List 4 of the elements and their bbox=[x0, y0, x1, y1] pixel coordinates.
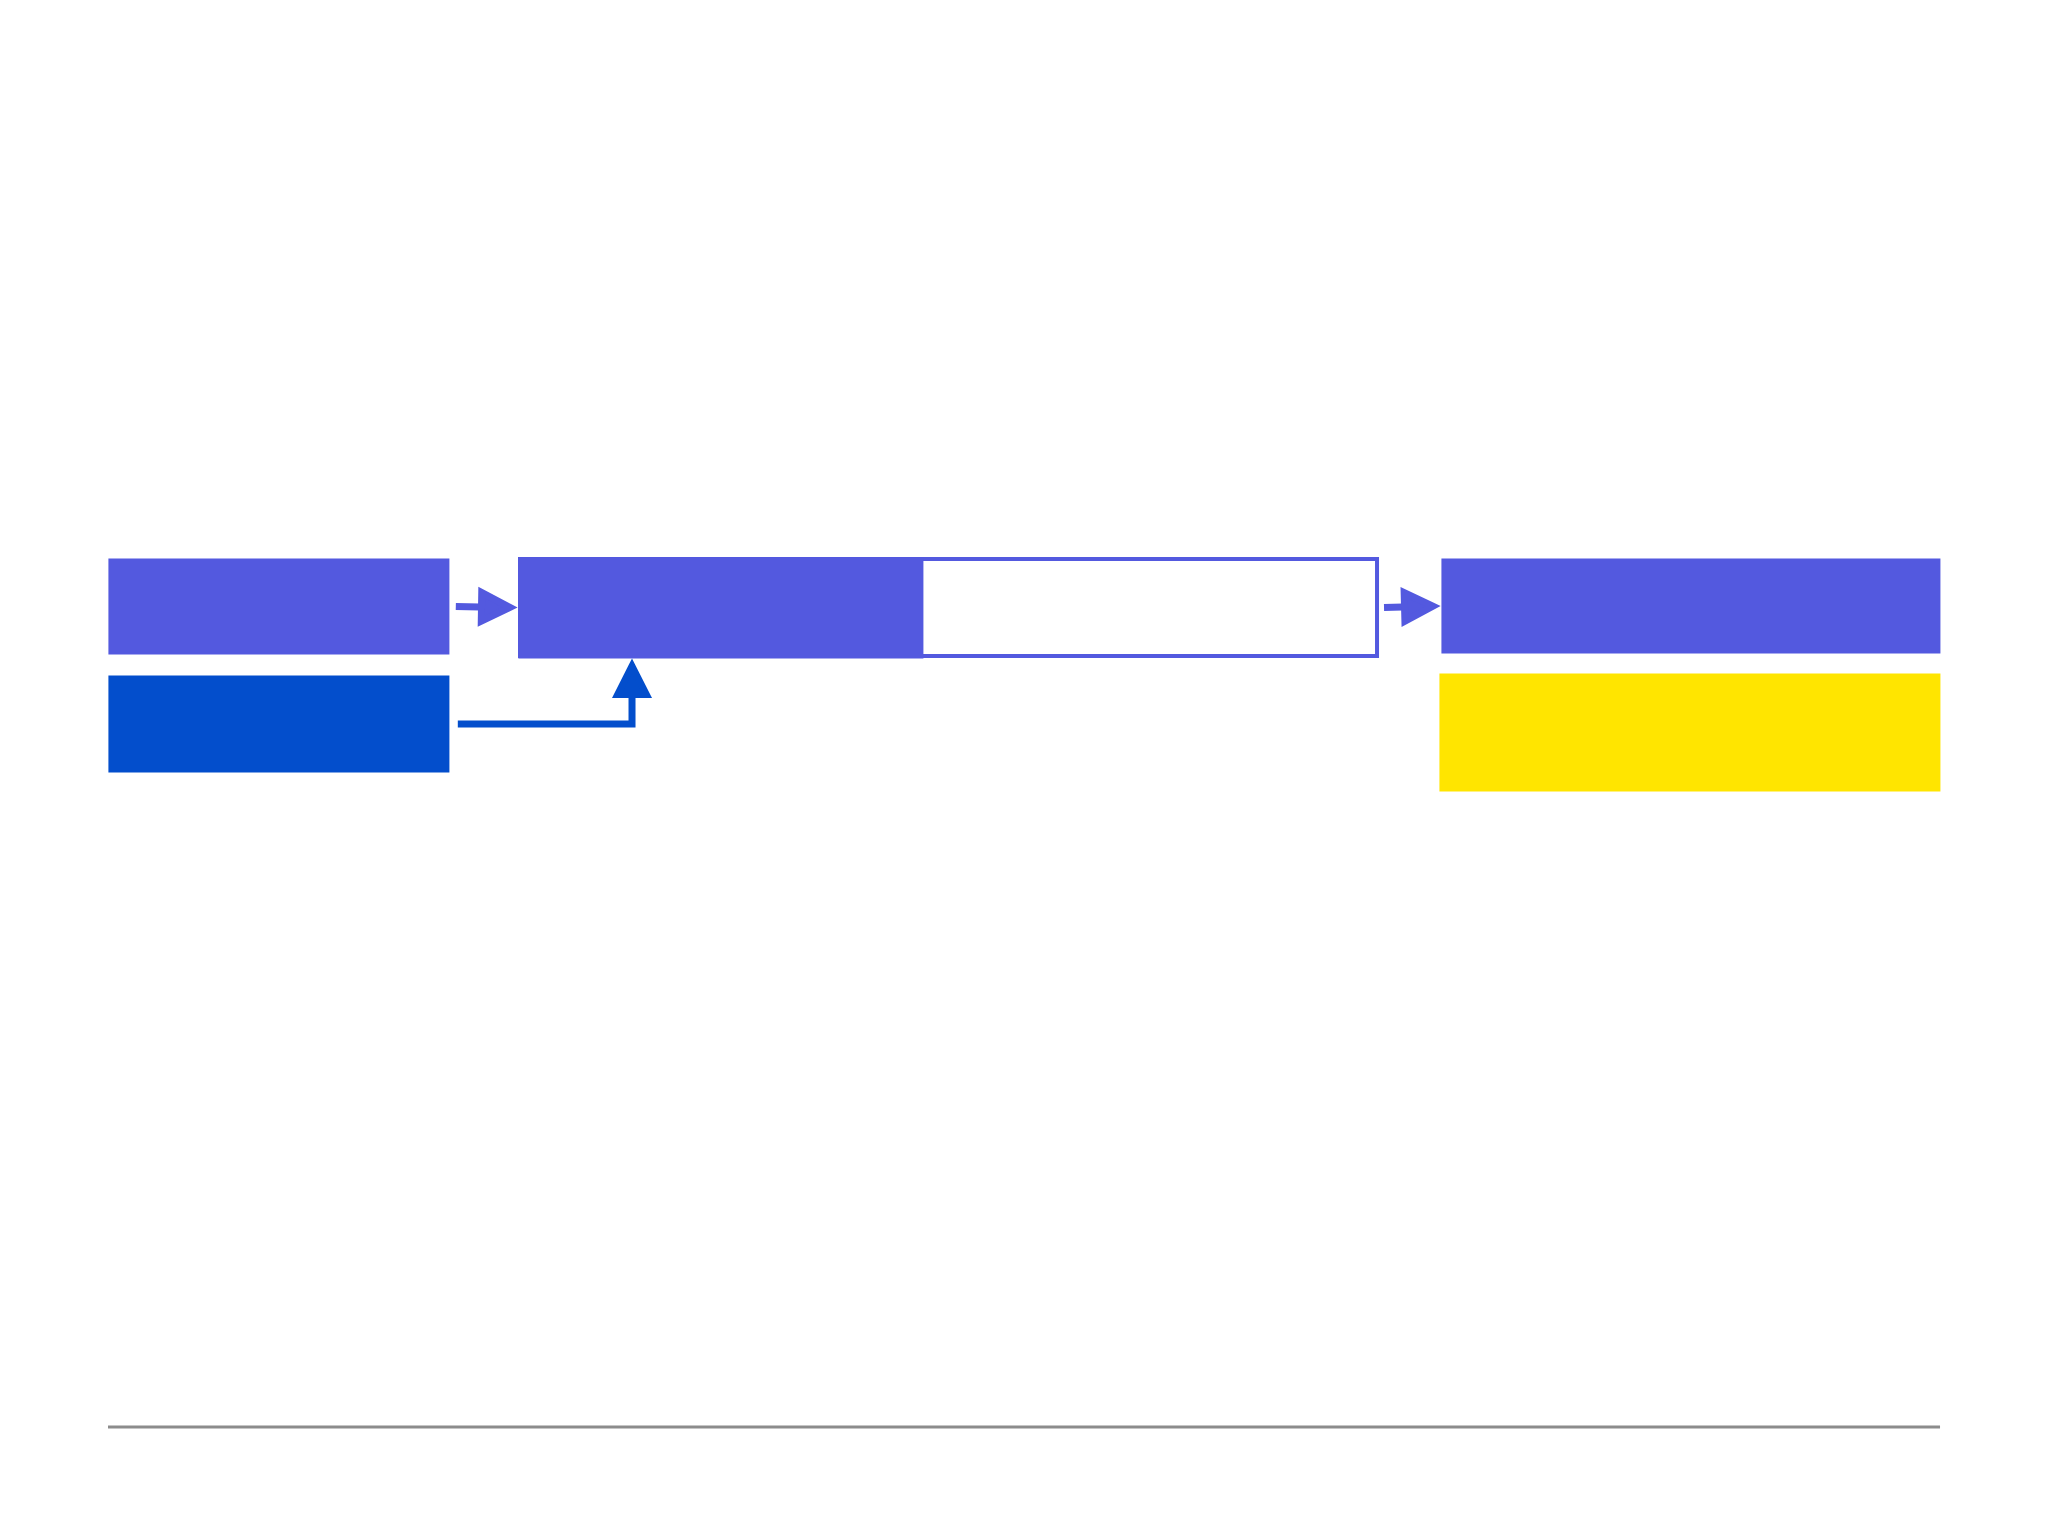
box bbox=[1441, 558, 1941, 654]
box bbox=[108, 558, 450, 655]
box bbox=[108, 675, 450, 773]
box bbox=[1439, 673, 1941, 792]
